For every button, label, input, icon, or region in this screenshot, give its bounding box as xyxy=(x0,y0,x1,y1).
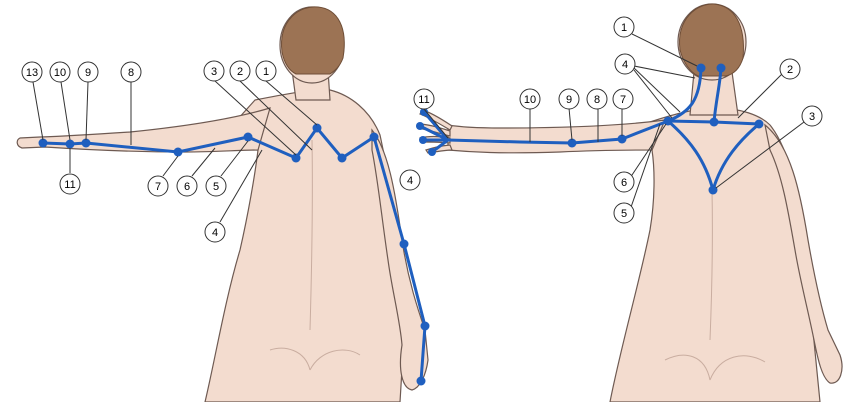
svg-text:8: 8 xyxy=(594,94,600,106)
left-label-4b: 4 xyxy=(400,170,420,190)
left-label-7: 7 xyxy=(148,176,168,196)
left-label-3: 3 xyxy=(204,61,224,81)
right-label-1: 1 xyxy=(614,17,634,37)
left-hair xyxy=(282,7,345,74)
right-torso xyxy=(610,108,820,402)
svg-text:3: 3 xyxy=(211,66,217,78)
left-label-13: 13 xyxy=(22,62,42,82)
left-label-8: 8 xyxy=(121,62,141,82)
left-label-11: 11 xyxy=(60,174,80,194)
svg-text:7: 7 xyxy=(620,94,626,106)
svg-text:2: 2 xyxy=(237,66,243,78)
right-label-6: 6 xyxy=(614,172,634,192)
svg-text:5: 5 xyxy=(621,208,627,220)
right-label-9: 9 xyxy=(559,89,579,109)
svg-text:4: 4 xyxy=(622,59,628,71)
svg-text:9: 9 xyxy=(566,94,572,106)
left-label-2: 2 xyxy=(230,61,250,81)
svg-text:10: 10 xyxy=(54,67,66,79)
svg-text:4: 4 xyxy=(407,175,413,187)
right-figure: 1 4 2 3 11 10 9 8 7 6 5 xyxy=(414,4,842,402)
right-label-3: 3 xyxy=(802,106,822,126)
svg-text:3: 3 xyxy=(809,111,815,123)
right-label-11: 11 xyxy=(414,89,434,109)
svg-text:1: 1 xyxy=(263,66,269,78)
svg-text:6: 6 xyxy=(184,181,190,193)
right-hair xyxy=(680,4,744,76)
svg-text:2: 2 xyxy=(787,64,793,76)
left-label-6: 6 xyxy=(177,176,197,196)
left-label-10: 10 xyxy=(50,62,70,82)
svg-text:8: 8 xyxy=(128,67,134,79)
svg-text:7: 7 xyxy=(155,181,161,193)
right-label-5: 5 xyxy=(614,203,634,223)
left-label-9: 9 xyxy=(78,62,98,82)
svg-text:10: 10 xyxy=(524,94,536,106)
right-label-7: 7 xyxy=(613,89,633,109)
svg-text:5: 5 xyxy=(213,181,219,193)
svg-text:4: 4 xyxy=(212,227,218,239)
svg-text:9: 9 xyxy=(85,67,91,79)
right-label-4: 4 xyxy=(615,54,635,74)
svg-text:6: 6 xyxy=(621,177,627,189)
left-label-4a: 4 xyxy=(205,222,225,242)
right-label-8: 8 xyxy=(587,89,607,109)
left-label-5: 5 xyxy=(206,176,226,196)
svg-text:1: 1 xyxy=(621,22,627,34)
left-figure: 13 10 9 8 3 2 1 11 7 6 5 4 4 xyxy=(17,7,429,402)
right-label-2: 2 xyxy=(780,59,800,79)
svg-text:13: 13 xyxy=(26,67,38,79)
left-label-1: 1 xyxy=(256,61,276,81)
svg-text:11: 11 xyxy=(418,94,429,106)
right-fingers xyxy=(418,110,452,153)
left-extended-arm xyxy=(17,108,270,152)
right-label-10: 10 xyxy=(520,89,540,109)
svg-text:11: 11 xyxy=(64,179,75,191)
